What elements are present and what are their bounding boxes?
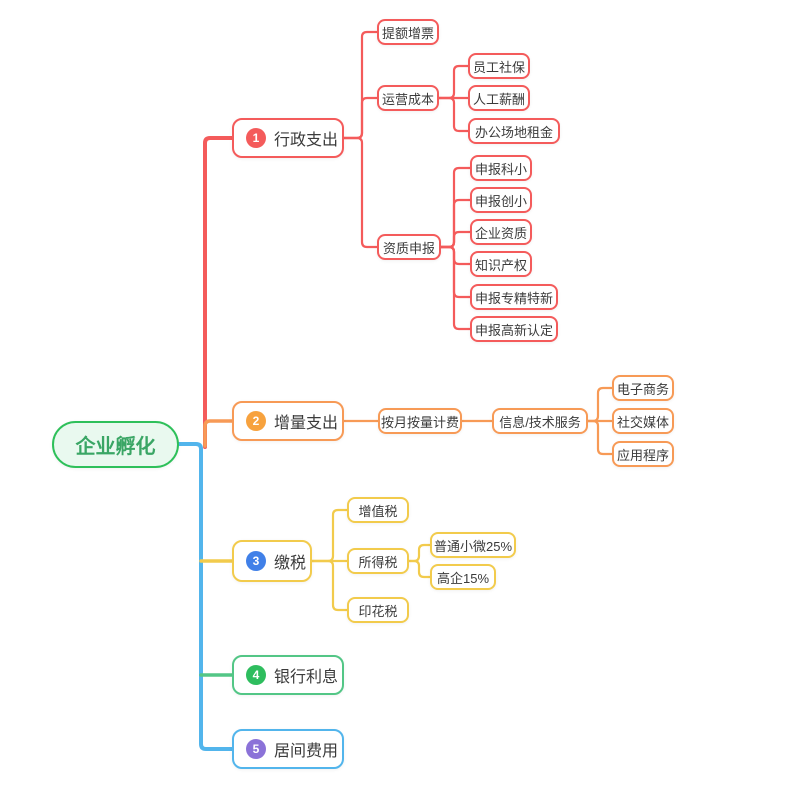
- node-info-tech-services[interactable]: 信息/技术服务: [492, 408, 588, 434]
- branch-label: 行政支出: [274, 132, 339, 149]
- node-high-tech-15pct[interactable]: 高企15%: [430, 564, 496, 590]
- connector-service-apps: [586, 419, 614, 456]
- node-operating-costs[interactable]: 运营成本: [377, 85, 439, 111]
- connector-trunk-branch2: [203, 419, 234, 448]
- node-vat[interactable]: 增值税: [347, 497, 409, 523]
- node-labor-salary[interactable]: 人工薪酬: [468, 85, 530, 111]
- node-tech-smb-application[interactable]: 申报科小: [470, 155, 532, 181]
- node-intellectual-property[interactable]: 知识产权: [470, 251, 532, 277]
- connector-yunying-shebao: [437, 64, 470, 100]
- connector-b1-zizhi: [342, 136, 379, 249]
- connector-trunk-branch5: [177, 442, 234, 751]
- node-e-commerce[interactable]: 电子商务: [612, 375, 674, 401]
- connector-zizhi-zhishichanquan: [439, 245, 472, 266]
- connector-service-ecommerce: [586, 386, 614, 423]
- branch-administrative-expenses[interactable]: 1 行政支出: [232, 118, 344, 158]
- node-enterprise-qualification[interactable]: 企业资质: [470, 219, 532, 245]
- node-income-tax[interactable]: 所得税: [347, 548, 409, 574]
- branch-bank-interest[interactable]: 4 银行利息: [232, 655, 344, 695]
- connector-b3-stamp: [310, 559, 349, 612]
- branch-tax-payment[interactable]: 3 缴税: [232, 540, 312, 582]
- node-specialized-new-application[interactable]: 申报专精特新: [470, 284, 558, 310]
- connector-income-hightech15: [407, 559, 432, 579]
- branch-label: 居间费用: [274, 743, 339, 760]
- connector-b1-tiket: [342, 30, 379, 140]
- node-high-tech-certification[interactable]: 申报高新认定: [470, 316, 558, 342]
- node-employee-social-security[interactable]: 员工社保: [468, 53, 530, 79]
- connector-income-regular25: [407, 543, 432, 563]
- branch-intermediary-fees[interactable]: 5 居间费用: [232, 729, 344, 769]
- connector-zizhi-qiyezizhi: [439, 230, 472, 249]
- branch-label: 银行利息: [274, 669, 339, 686]
- connector-zizhi-chuangxiao: [439, 198, 472, 249]
- node-applications[interactable]: 应用程序: [612, 441, 674, 467]
- branch-label: 缴税: [274, 555, 307, 572]
- badge-3: 3: [246, 551, 266, 571]
- node-office-rent[interactable]: 办公场地租金: [468, 118, 560, 144]
- badge-1: 1: [246, 128, 266, 148]
- node-quota-increase-invoicing[interactable]: 提额增票: [377, 19, 439, 45]
- badge-5: 5: [246, 739, 266, 759]
- connector-zizhi-gaoxin: [439, 245, 472, 331]
- node-social-media[interactable]: 社交媒体: [612, 408, 674, 434]
- node-qualification-application[interactable]: 资质申报: [377, 234, 441, 260]
- connector-b3-vat: [310, 508, 349, 563]
- node-monthly-usage-billing[interactable]: 按月按量计费: [378, 408, 462, 434]
- connector-zizhi-kexiao: [439, 166, 472, 249]
- connector-zizhi-zhuanjing: [439, 245, 472, 299]
- badge-2: 2: [246, 411, 266, 431]
- branch-incremental-expenses[interactable]: 2 增量支出: [232, 401, 344, 441]
- node-regular-smb-25pct[interactable]: 普通小微25%: [430, 532, 516, 558]
- connector-yunying-zujin: [437, 96, 470, 133]
- connector-b1-yunying: [342, 96, 379, 140]
- branch-label: 增量支出: [274, 415, 339, 432]
- node-stamp-tax[interactable]: 印花税: [347, 597, 409, 623]
- badge-4: 4: [246, 665, 266, 685]
- node-innovative-smb-application[interactable]: 申报创小: [470, 187, 532, 213]
- root-node-enterprise-incubation[interactable]: 企业孵化: [52, 421, 179, 468]
- connector-trunk-branch1: [203, 136, 234, 449]
